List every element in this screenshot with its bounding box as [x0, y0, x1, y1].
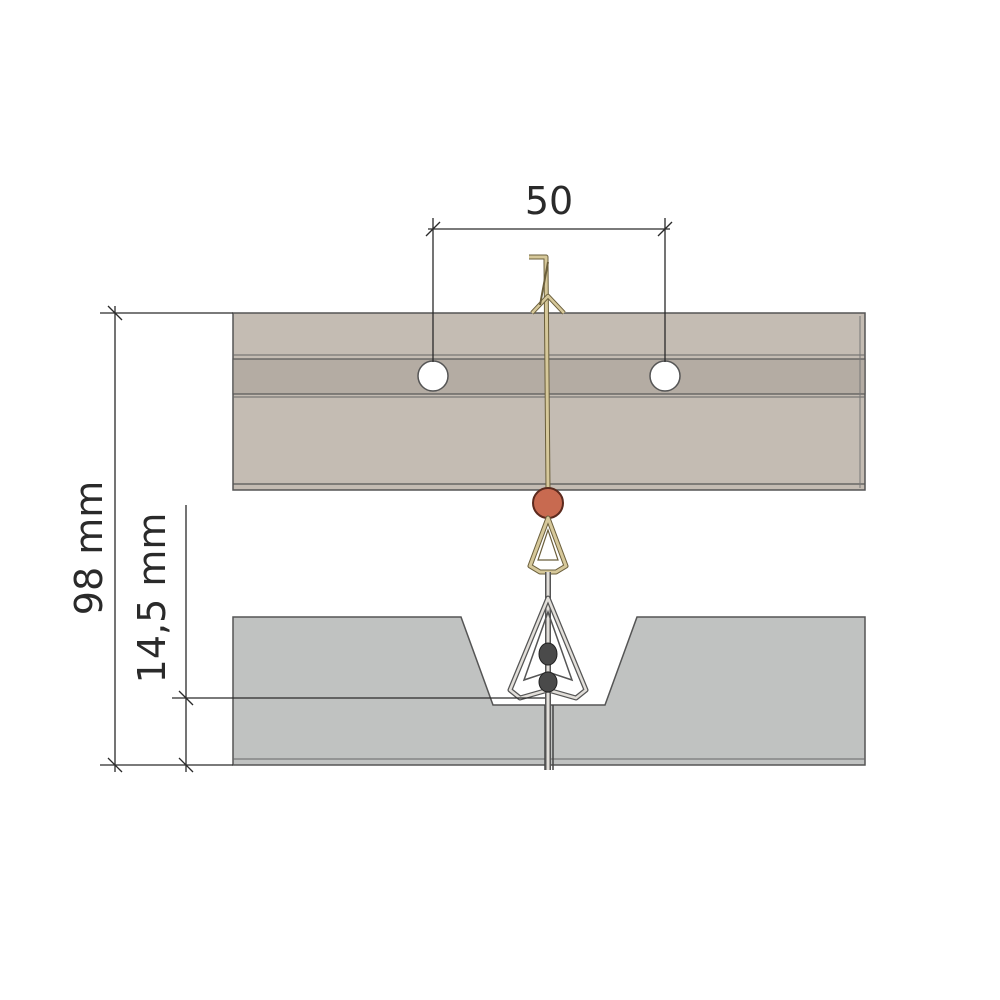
- dimension-lines: [100, 218, 673, 773]
- connector-ball: [532, 487, 564, 519]
- panel-clip: [507, 572, 589, 770]
- dimension-top-spacing: 50: [525, 179, 573, 223]
- carrier-hole-right: [649, 360, 681, 392]
- clip-knob-lower: [538, 671, 558, 693]
- ceiling-panel-body: [232, 616, 866, 766]
- dimension-overall-height: 98 mm: [67, 481, 111, 615]
- spring-hook: [527, 515, 569, 575]
- carrier-hole-left: [417, 360, 449, 392]
- dimension-lower-height: 14,5 mm: [130, 513, 174, 684]
- hanger-wire: [529, 254, 566, 491]
- clip-knob-upper: [538, 642, 558, 666]
